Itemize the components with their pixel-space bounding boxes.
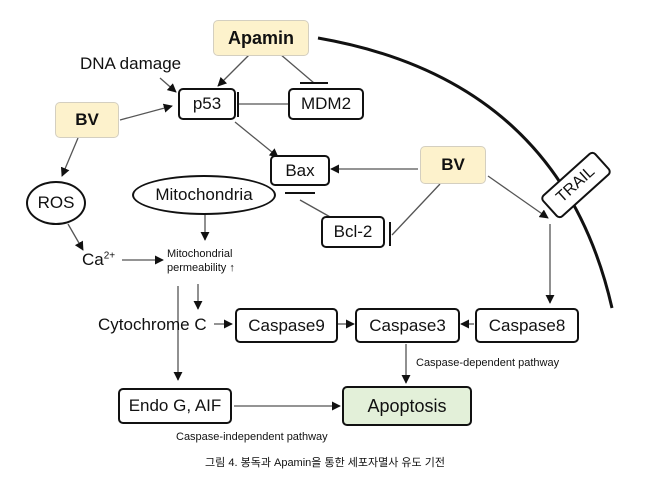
mito-permeability-label: Mitochondrial permeability ↑ — [167, 247, 235, 275]
bcl2-box: Bcl-2 — [321, 216, 385, 248]
mito-permeability-line2: permeability ↑ — [167, 262, 235, 274]
calcium-label: Ca2+ — [82, 250, 115, 270]
caspase-dependent-label: Caspase-dependent pathway — [416, 357, 560, 369]
caspase9-box: Caspase9 — [235, 308, 338, 343]
p53-box: p53 — [178, 88, 236, 120]
mdm2-box: MDM2 — [288, 88, 364, 120]
figure-caption: 그림 4. 봉독과 Apamin을 통한 세포자멸사 유도 기전 — [205, 457, 445, 469]
bv-left-box: BV — [55, 102, 119, 138]
mitochondria-ellipse: Mitochondria — [132, 175, 276, 215]
arrow-dna-p53 — [159, 77, 177, 93]
cytochrome-c-label: Cytochrome C — [98, 315, 207, 334]
arrow-ros-ca — [67, 223, 84, 251]
inhibit-bcl2-bax — [299, 199, 333, 219]
endo-g-aif-box: Endo G, AIF — [118, 388, 232, 424]
caspase-independent-label: Caspase-independent pathway — [176, 431, 328, 443]
calcium-base: Ca — [82, 250, 104, 269]
ros-ellipse: ROS — [26, 181, 86, 225]
calcium-superscript: 2+ — [103, 250, 116, 262]
caspase8-box: Caspase8 — [475, 308, 579, 343]
arrow-bv-ros — [60, 137, 79, 177]
bax-box: Bax — [270, 155, 330, 186]
arrow-p53-bax — [234, 121, 279, 158]
inhibit-apamin-mdm2 — [279, 53, 315, 84]
cell-membrane-arc — [317, 36, 614, 309]
arrow-bv-p53 — [119, 103, 173, 121]
apoptosis-box: Apoptosis — [342, 386, 472, 426]
dna-damage-label: DNA damage — [80, 54, 182, 73]
bv-right-box: BV — [420, 146, 486, 184]
mito-permeability-line1: Mitochondrial — [167, 248, 233, 260]
apamin-box: Apamin — [213, 20, 309, 56]
arrow-apamin-p53 — [217, 53, 251, 87]
arrow-bv-trail — [487, 175, 549, 219]
inhibit-bv-bcl2 — [391, 183, 441, 236]
caspase3-box: Caspase3 — [355, 308, 460, 343]
